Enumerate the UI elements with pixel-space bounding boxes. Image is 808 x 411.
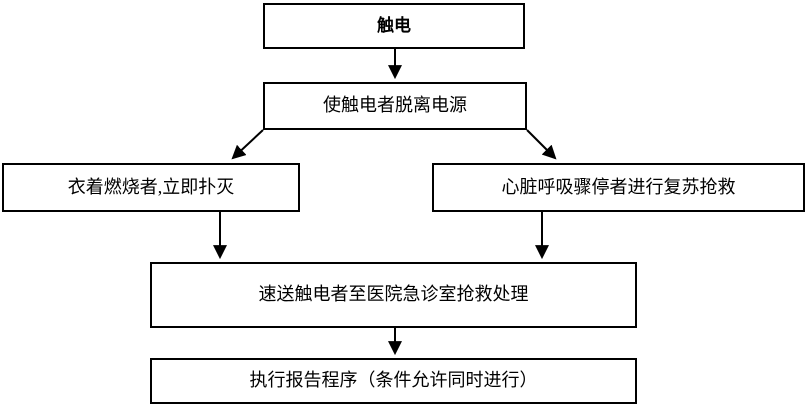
flowchart-node-send-to-hospital: 速送触电者至医院急诊室抢救处理	[150, 262, 637, 328]
node-extinguish-label: 衣着燃烧者,立即扑灭	[67, 176, 235, 197]
flowchart-node-report-procedure: 执行报告程序（条件允许同时进行）	[150, 358, 637, 404]
flowchart-node-extinguish-burning-clothes: 衣着燃烧者,立即扑灭	[2, 163, 300, 212]
node-resuscitate-label: 心脏呼吸骤停者进行复苏抢救	[501, 176, 736, 197]
node-hospital-label: 速送触电者至医院急诊室抢救处理	[258, 284, 529, 305]
node-report-label: 执行报告程序（条件允许同时进行）	[249, 370, 538, 391]
flowchart-node-start: 触电	[263, 3, 525, 49]
arrow-disconnect-to-extinguish	[231, 129, 264, 160]
node-disconnect-label: 使触电者脱离电源	[323, 95, 467, 116]
flowchart-node-cpr-resuscitation: 心脏呼吸骤停者进行复苏抢救	[432, 163, 805, 212]
flowchart-node-disconnect-power: 使触电者脱离电源	[263, 82, 527, 130]
arrow-disconnect-to-resuscitate	[526, 129, 557, 160]
node-start-label: 触电	[377, 15, 411, 35]
